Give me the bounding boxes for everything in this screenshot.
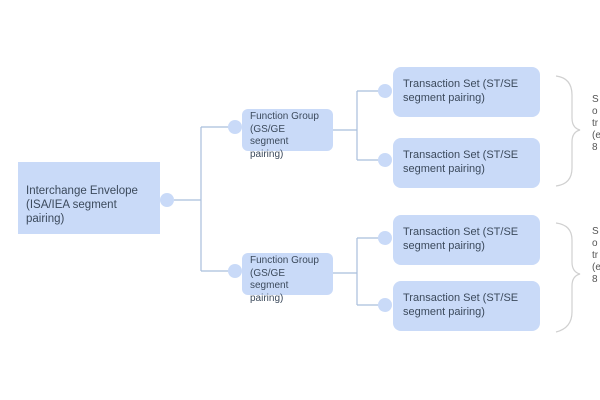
transaction-set-node: Transaction Set (ST/SE segment pairing) (393, 215, 540, 265)
transaction-set-node: Transaction Set (ST/SE segment pairing) (393, 67, 540, 117)
fg-line3: pairing) (250, 148, 284, 160)
fg-line1: Function Group (250, 111, 319, 122)
note-line: tr (592, 250, 599, 261)
annotation-note: S o tr (e 8 (592, 94, 600, 154)
note-line: tr (592, 118, 599, 129)
connector-dot (378, 153, 392, 167)
transaction-set-node: Transaction Set (ST/SE segment pairing) (393, 281, 540, 331)
note-line: 8 (592, 274, 598, 285)
note-line: S (592, 94, 599, 105)
ts-line1: Transaction Set (ST/SE (403, 78, 519, 90)
connector-fg1 (333, 90, 385, 161)
fg-line1: Function Group (250, 255, 319, 266)
envelope-label-line1: Interchange Envelope (26, 185, 138, 197)
connector-dot (378, 298, 392, 312)
connector-dot (378, 231, 392, 245)
ts-line2: segment pairing) (403, 163, 485, 175)
note-line: 8 (592, 142, 598, 153)
function-group-node: Function Group (GS/GE segment pairing) (242, 253, 333, 304)
note-line: S (592, 226, 599, 237)
ts-line1: Transaction Set (ST/SE (403, 292, 519, 304)
connector-dot (160, 193, 174, 207)
interchange-envelope-node: Interchange Envelope (ISA/IEA segment pa… (18, 162, 160, 234)
brace-1 (555, 75, 581, 187)
ts-line1: Transaction Set (ST/SE (403, 226, 519, 238)
note-line: (e (592, 130, 600, 141)
note-line: (e (592, 262, 600, 273)
fg-line2: (GS/GE segment (250, 123, 289, 148)
ts-line2: segment pairing) (403, 306, 485, 318)
note-line: o (592, 238, 598, 249)
connector-dot (228, 264, 242, 278)
connector-dot (378, 84, 392, 98)
ts-line2: segment pairing) (403, 240, 485, 252)
function-group-node: Function Group (GS/GE segment pairing) (242, 109, 333, 160)
connector-fg2 (333, 237, 385, 306)
annotation-note: S o tr (e 8 (592, 226, 600, 286)
fg-line2: (GS/GE segment (250, 267, 289, 292)
envelope-label-line2: (ISA/IEA segment pairing) (26, 199, 117, 225)
connector-envelope (174, 126, 235, 272)
brace-2 (555, 222, 581, 333)
connector-dot (228, 120, 242, 134)
transaction-set-node: Transaction Set (ST/SE segment pairing) (393, 138, 540, 188)
ts-line2: segment pairing) (403, 92, 485, 104)
fg-line3: pairing) (250, 292, 284, 304)
ts-line1: Transaction Set (ST/SE (403, 149, 519, 161)
note-line: o (592, 106, 598, 117)
